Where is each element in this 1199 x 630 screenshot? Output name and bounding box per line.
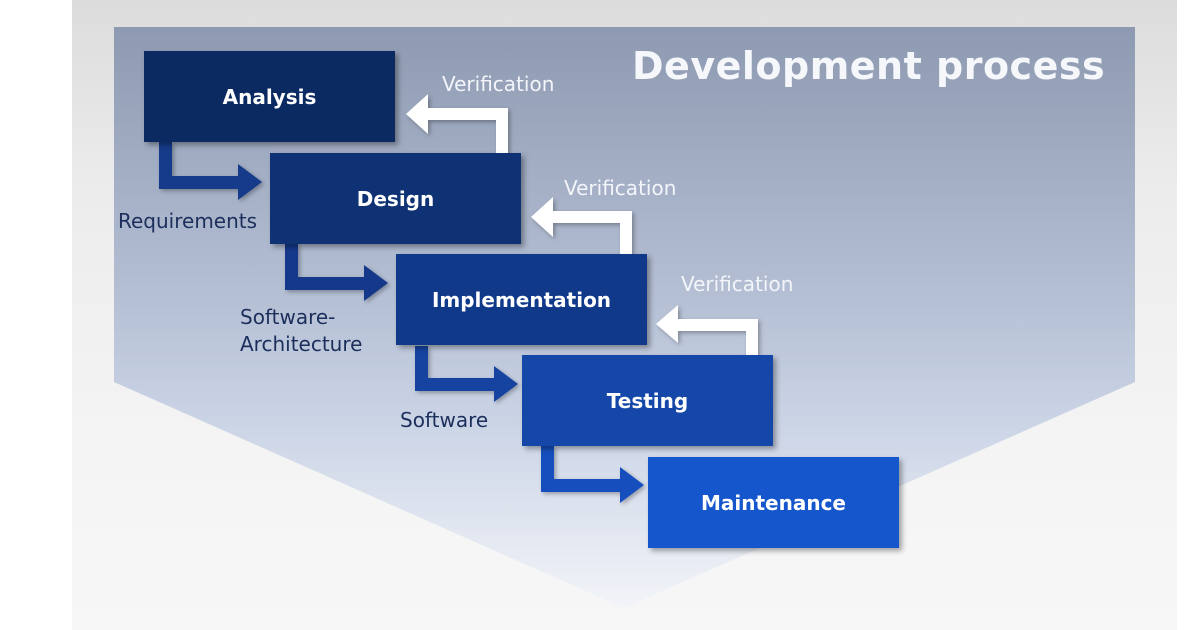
arrow-testing-to-maintenance-icon <box>541 446 644 503</box>
phase-label: Design <box>356 186 435 211</box>
verification-arrow-design-to-analysis-icon <box>406 94 508 153</box>
phase-label: Implementation <box>431 287 612 312</box>
output-label-software-architecture-line1: Software- <box>240 305 336 329</box>
phase-design: Design <box>270 153 521 244</box>
phase-label: Testing <box>606 388 689 413</box>
verification-label-2: Verification <box>564 176 677 200</box>
verification-label-3: Verification <box>681 272 794 296</box>
output-label-software: Software <box>400 408 489 432</box>
arrow-implementation-to-testing-icon <box>415 346 518 402</box>
verification-label-1: Verification <box>442 72 555 96</box>
phase-analysis: Analysis <box>144 51 395 142</box>
verification-arrow-testing-to-implementation-icon <box>656 305 758 355</box>
phase-label: Maintenance <box>700 490 846 515</box>
phase-label: Analysis <box>222 84 317 109</box>
verification-arrow-implementation-to-design-icon <box>531 197 632 254</box>
output-label-requirements: Requirements <box>118 209 258 233</box>
diagram-title: Development process <box>632 44 1106 88</box>
phase-maintenance: Maintenance <box>648 457 899 548</box>
arrow-design-to-implementation-icon <box>285 243 388 301</box>
arrow-analysis-to-design-icon <box>159 142 262 200</box>
phase-testing: Testing <box>522 355 773 446</box>
output-label-software-architecture-line2: Architecture <box>240 332 363 356</box>
phase-implementation: Implementation <box>396 254 647 345</box>
